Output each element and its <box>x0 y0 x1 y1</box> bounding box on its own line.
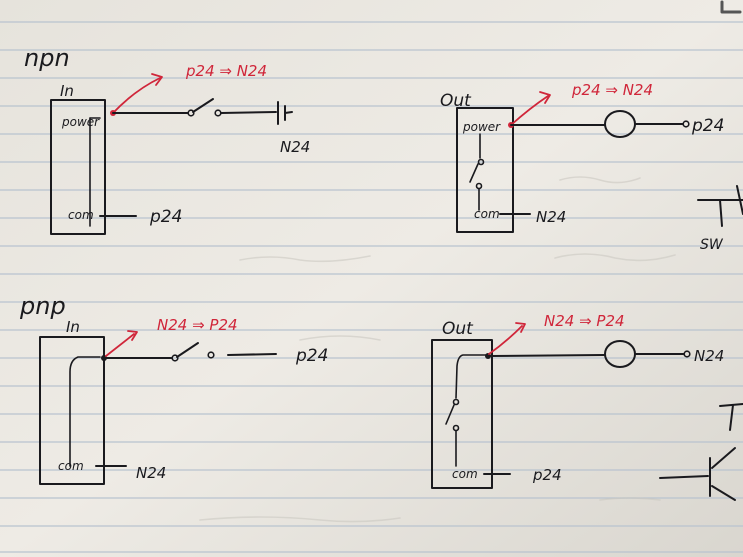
pnp-in-wire-end-label: p24 <box>295 346 328 366</box>
pnp-title: pnp <box>19 292 66 320</box>
npn-out-inner-switch-blade <box>469 163 479 183</box>
pnp-in-switch-blade <box>176 342 199 358</box>
pnp-out-wire <box>490 354 605 357</box>
ruled-lines <box>0 21 743 553</box>
transistor-partial-symbol <box>659 403 743 501</box>
corner-mark <box>720 0 742 14</box>
npn-title: npn <box>24 44 70 72</box>
pnp-in-com-label: com <box>58 459 84 473</box>
npn-in-com-label: com <box>68 208 94 222</box>
pnp-out-device-box <box>431 339 493 489</box>
npn-in-wire-end-label: N24 <box>280 138 310 156</box>
npn-in-red-pointer <box>112 77 161 114</box>
npn-out-label: Out <box>440 91 472 111</box>
npn-in-com-wire-label: p24 <box>149 207 182 227</box>
npn-out-arrow-note: p24 ⇒ N24 <box>571 81 653 99</box>
npn-in-switch-blade <box>192 98 214 113</box>
npn-out-device-box <box>456 107 514 233</box>
pnp-out-inner-contact-a <box>452 398 460 406</box>
npn-in-label: In <box>60 82 74 100</box>
npn-input-diagram: In power com p24 ⇒ N24 N24 p24 <box>50 62 310 235</box>
npn-in-arrow-note: p24 ⇒ N24 <box>185 62 267 80</box>
npn-in-power-label: power <box>61 115 100 129</box>
pnp-out-red-pointer <box>488 325 523 355</box>
sw-label: SW <box>700 237 724 253</box>
pnp-out-com-wire-label: p24 <box>532 466 562 484</box>
npn-in-device-box <box>50 99 106 235</box>
pnp-in-arrow-note: N24 ⇒ P24 <box>157 316 238 334</box>
npn-out-power-label: power <box>462 120 501 134</box>
pnp-out-label: Out <box>442 319 474 339</box>
pnp-out-arrow-note: N24 ⇒ P24 <box>544 312 625 330</box>
npn-out-inner-contact-a <box>477 158 485 166</box>
npn-out-red-pointer <box>510 95 549 126</box>
switch-partial-symbol: SW <box>697 185 743 253</box>
npn-out-end-terminal <box>682 120 690 128</box>
npn-output-diagram: Out power com p24 ⇒ N24 p24 N24 <box>440 81 724 233</box>
pnp-input-diagram: In com N24 ⇒ P24 p24 N24 <box>39 316 328 485</box>
npn-out-wire-end-label: p24 <box>691 116 724 136</box>
pnp-out-wire-end-label: N24 <box>694 347 724 365</box>
pnp-out-com-label: com <box>452 467 478 481</box>
pnp-in-inner-wire <box>69 356 101 467</box>
pnp-in-red-pointer <box>105 333 135 357</box>
pnp-out-end-terminal <box>683 350 691 358</box>
pnp-in-device-box <box>39 336 105 485</box>
npn-out-com-label: com <box>474 207 500 221</box>
npn-in-switch-contact-a <box>187 109 195 117</box>
pnp-output-diagram: Out com N24 ⇒ P24 N24 p24 <box>431 312 724 489</box>
pnp-in-label: In <box>66 318 80 336</box>
pnp-in-com-wire-label: N24 <box>136 464 166 482</box>
pnp-out-inner-switch-blade <box>445 404 455 425</box>
bleed-through-scribbles <box>199 176 676 523</box>
pnp-in-switch-contact-b <box>207 351 215 359</box>
pnp-in-switch-contact-a <box>171 354 179 362</box>
npn-out-com-wire-label: N24 <box>536 208 566 226</box>
